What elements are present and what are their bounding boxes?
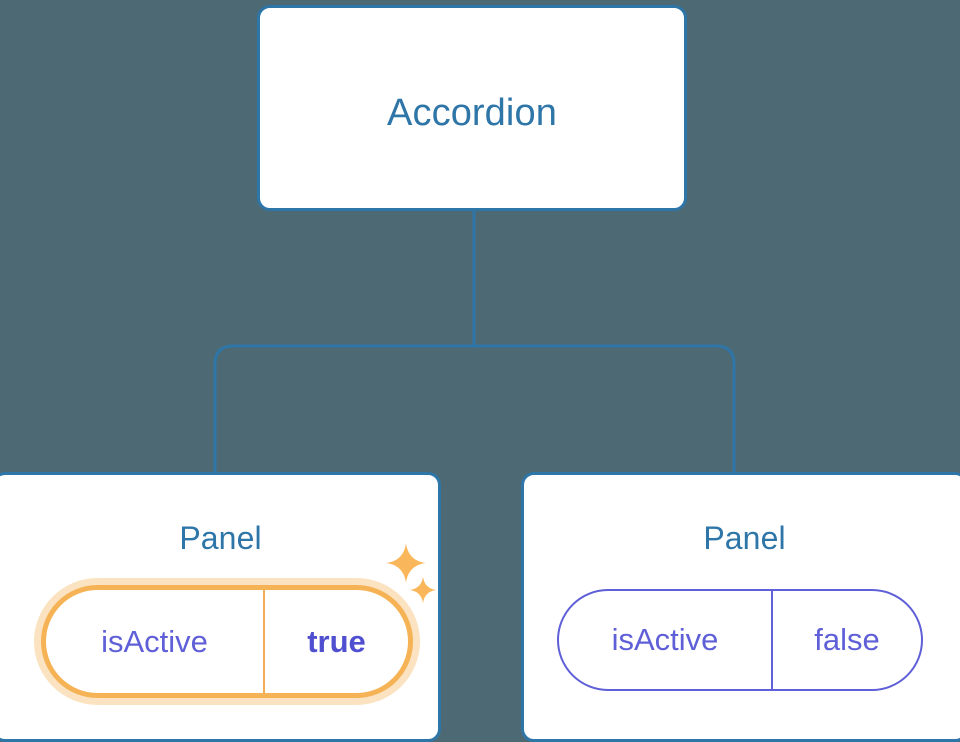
prop-key-label: isActive <box>46 590 265 693</box>
node-panel-right-title: Panel <box>703 520 786 556</box>
prop-pill-isactive-true[interactable]: isActive true <box>41 585 413 698</box>
prop-key-label: isActive <box>559 591 773 689</box>
prop-value-label: true <box>307 623 366 659</box>
prop-value-label: false <box>814 622 880 657</box>
prop-pill-isactive-false[interactable]: isActive false <box>557 589 923 691</box>
node-accordion[interactable]: Accordion <box>257 5 687 211</box>
node-panel-left-title: Panel <box>179 520 262 556</box>
node-accordion-title: Accordion <box>387 92 557 134</box>
edge-accordion-to-panel-left <box>213 344 474 474</box>
edge-accordion-to-panel-right <box>474 344 736 474</box>
